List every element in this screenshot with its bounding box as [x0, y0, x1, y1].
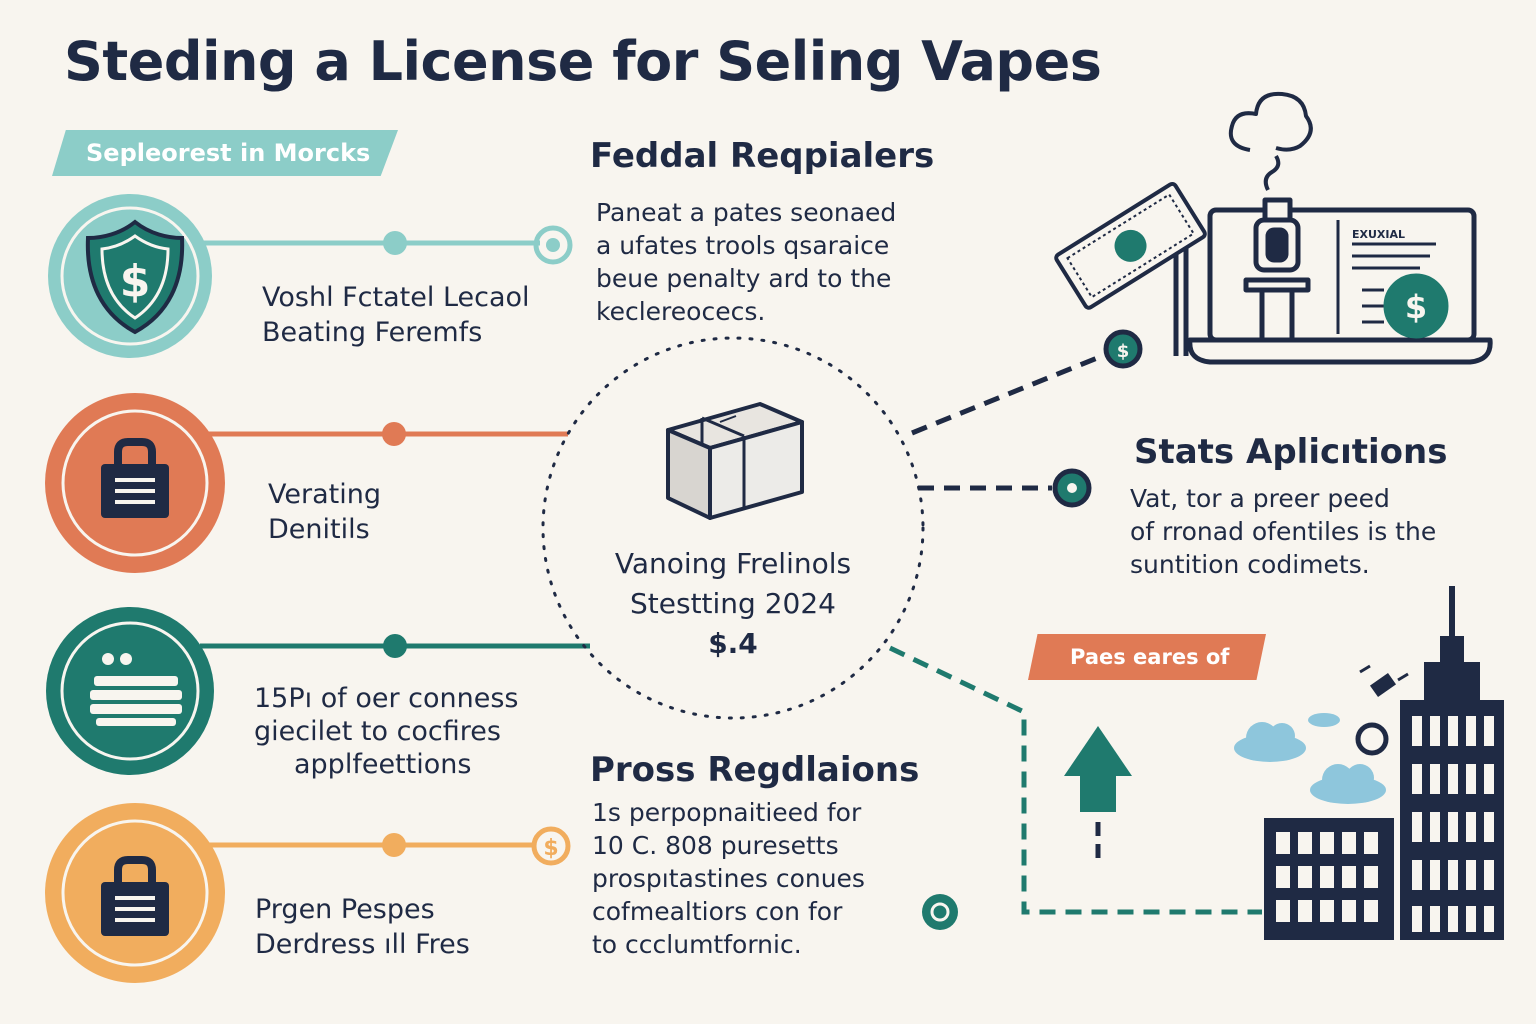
- package-box-icon: [666, 402, 804, 520]
- stats-text: Vat, tor a preer peed of rronad ofentile…: [1130, 482, 1436, 581]
- step-2-label: Verating Denitils: [268, 477, 381, 547]
- center-line-1: Vanoing Frelinols: [614, 547, 852, 580]
- step-1-line-2: Beating Feremfs: [262, 317, 483, 348]
- step-3-line-2: giecilet to cocfires: [254, 716, 501, 747]
- federal-line-3: beue penalty ard to the: [596, 264, 892, 293]
- process-line-4: cofmealtiors con for: [592, 897, 843, 926]
- laptop-icon: $: [1173, 91, 1493, 365]
- federal-text: Paneat a pates seonaed a ufates trools q…: [596, 196, 896, 328]
- process-line-5: to ccclumtfornic.: [592, 930, 802, 959]
- document-lock-icon: [101, 438, 169, 518]
- svg-text:$: $: [1117, 341, 1130, 362]
- dashed-connector-laptop: $: [911, 329, 1143, 436]
- center-text: Vanoing Frelinols Stestting 2024 $.4: [583, 544, 883, 664]
- dashed-connector-city: [888, 645, 1262, 930]
- step-3-label: 15Pı of oer conness giecilet to cocfires…: [254, 682, 518, 781]
- document-lock-icon: [101, 856, 169, 936]
- stats-line-3: suntition codimets.: [1130, 550, 1370, 579]
- step-2-line-2: Denitils: [268, 514, 370, 545]
- center-line-3: $.4: [708, 627, 758, 660]
- ribbon-label: Paes eares of: [1070, 645, 1230, 669]
- license-ticket-icon: [1054, 181, 1207, 310]
- federal-line-4: keclereocecs.: [596, 297, 766, 326]
- process-heading: Pross Regdlaions: [590, 750, 920, 790]
- step-4-connector: $: [200, 826, 571, 866]
- center-line-2: Stestting 2024: [630, 587, 836, 620]
- stats-heading: Stats Aplicıtions: [1134, 432, 1448, 472]
- step-1-connector: [200, 225, 573, 265]
- up-arrow-icon: [1064, 726, 1132, 866]
- center-dotted-ring: [541, 336, 925, 720]
- step-1-line-1: Voshl Fctatel Lecaol: [262, 282, 530, 313]
- step-3-line-1: 15Pı of oer conness: [254, 683, 519, 714]
- page-title: Steding a License for Seling Vapes: [64, 30, 1102, 93]
- step-3-connector: [200, 634, 590, 658]
- process-line-3: prospıtastines conues: [592, 864, 865, 893]
- drone-icon: [1355, 664, 1409, 756]
- svg-text:$: $: [120, 256, 151, 307]
- section-ribbon-top: Sepleorest in Morcks: [52, 130, 398, 176]
- step-4-label: Prgen Pespes Derdress ıll Fres: [255, 892, 470, 962]
- federal-heading: Feddal Reqpialers: [590, 136, 935, 176]
- dashed-connector-stats: [918, 468, 1092, 508]
- process-text: 1s perpopnaitieed for 10 C. 808 puresett…: [592, 796, 865, 961]
- step-1-label: Voshl Fctatel Lecaol Beating Feremfs: [262, 280, 530, 350]
- ribbon-label: Sepleorest in Morcks: [86, 139, 371, 167]
- stats-line-2: of rronad ofentiles is the: [1130, 517, 1437, 546]
- stats-line-1: Vat, tor a preer peed: [1130, 484, 1390, 513]
- step-2-connector: [200, 422, 568, 446]
- shield-dollar-icon: $: [85, 219, 185, 335]
- step-4-line-1: Prgen Pespes: [255, 894, 435, 925]
- laptop-screen-label: EXUXIAL: [1352, 228, 1405, 241]
- svg-text:$: $: [1405, 288, 1427, 326]
- federal-line-2: a ufates trools qsaraice: [596, 231, 890, 260]
- section-ribbon-bottom: Paes eares of: [1028, 634, 1266, 680]
- step-4-line-2: Derdress ıll Fres: [255, 929, 470, 960]
- process-line-1: 1s perpopnaitieed for: [592, 798, 862, 827]
- svg-text:$: $: [543, 836, 558, 861]
- step-2-line-1: Verating: [268, 479, 381, 510]
- process-line-2: 10 C. 808 puresetts: [592, 831, 839, 860]
- city-skyline: [1264, 586, 1504, 940]
- federal-line-1: Paneat a pates seonaed: [596, 198, 897, 227]
- step-3-line-3: applfeettions: [294, 749, 472, 780]
- cloud-icon: [1234, 713, 1386, 804]
- keyboard-icon: [90, 653, 182, 726]
